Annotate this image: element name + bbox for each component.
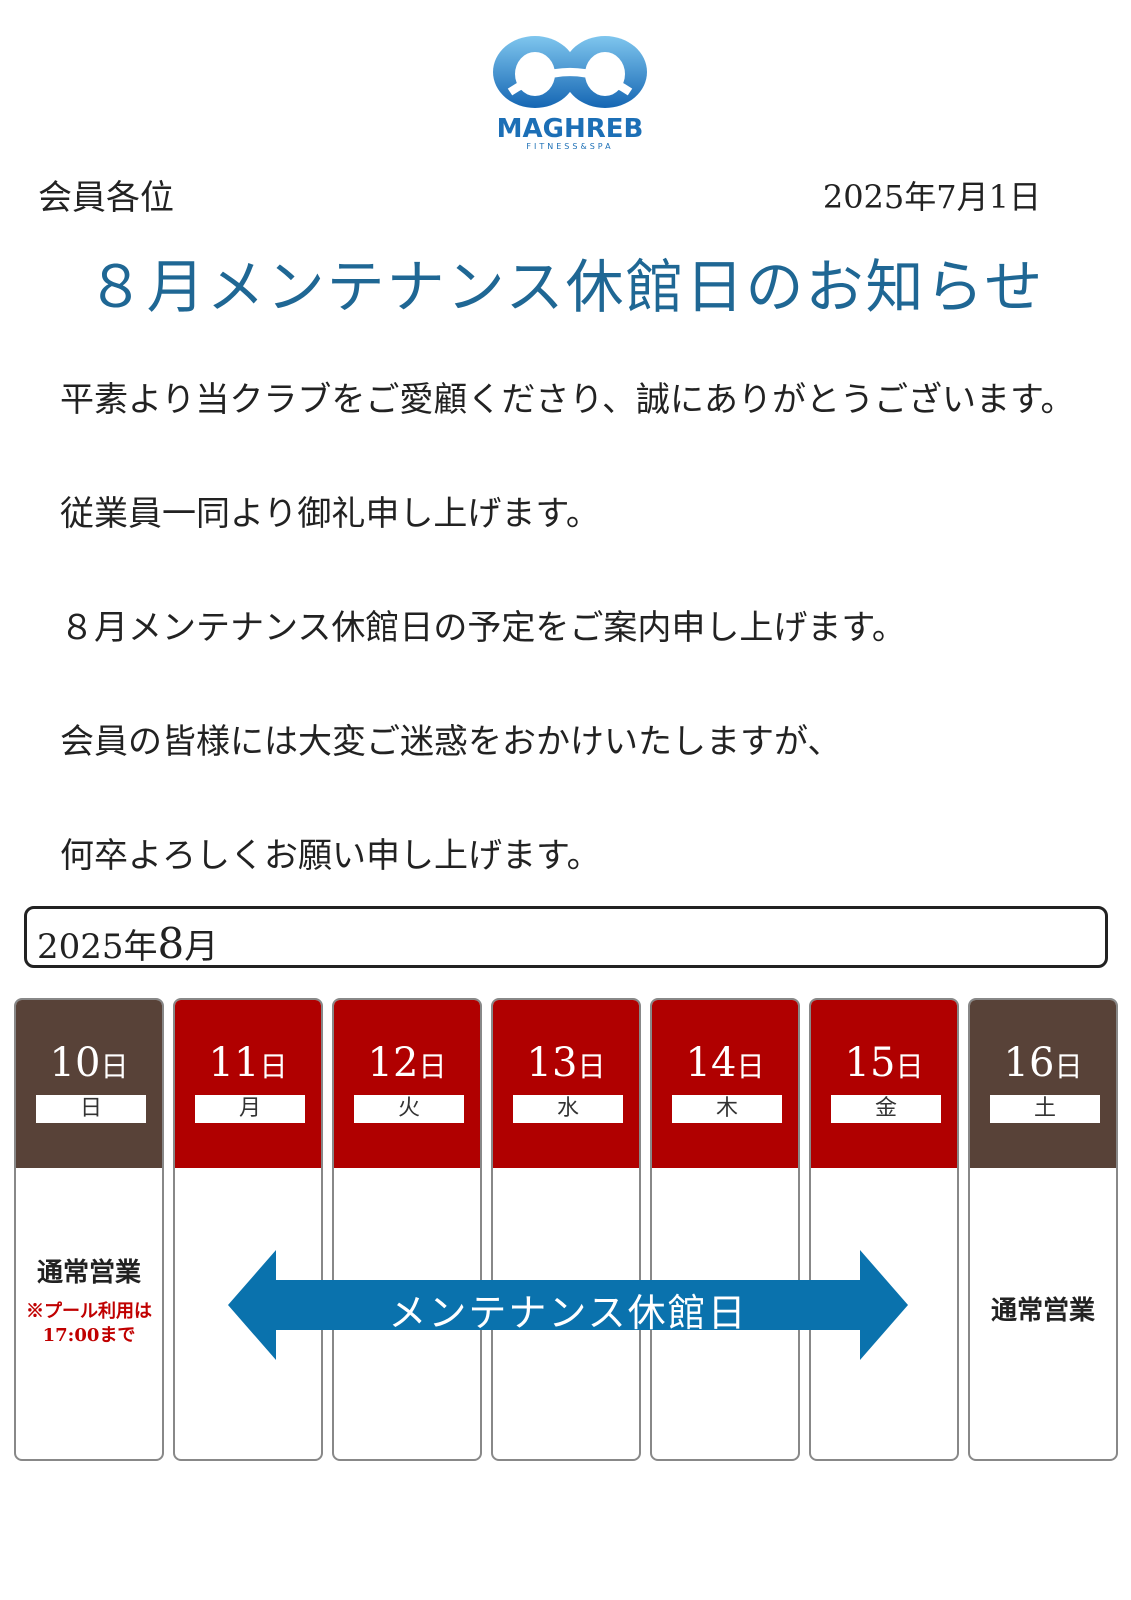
day-column-fri: 15日 金: [809, 998, 959, 1461]
day-number: 11日: [208, 1040, 288, 1086]
normal-hours-label: 通常営業: [36, 1258, 141, 1288]
weekday-label: 木: [672, 1095, 782, 1123]
day-number: 15日: [844, 1040, 924, 1086]
closure-label: メンテナンス休館日: [388, 1291, 748, 1335]
notice-date: 2025年7月1日: [822, 178, 1041, 216]
calendar-month-header: 2025年8月: [24, 906, 1108, 968]
weekday-label: 月: [195, 1095, 305, 1123]
day-number: 14日: [685, 1040, 765, 1086]
paragraph: ８月メンテナンス休館日の予定をご案内申し上げます。: [60, 608, 906, 648]
pool-note-line2: 17:00まで: [42, 1325, 136, 1346]
day-header: 15日 金: [811, 1000, 957, 1168]
day-column-tue: 12日 火: [332, 998, 482, 1461]
paragraph: 何卒よろしくお願い申し上げます。: [60, 836, 601, 876]
pool-note-line1: ※プール利用は: [26, 1301, 152, 1322]
weekday-label: 火: [354, 1095, 464, 1123]
logo-brand-text: MAGHREB: [496, 114, 644, 144]
day-header: 13日 水: [493, 1000, 639, 1168]
double-arrow-icon: [228, 1250, 908, 1360]
day-header: 14日 木: [652, 1000, 798, 1168]
day-header: 11日 月: [175, 1000, 321, 1168]
month-suffix: 月: [184, 927, 219, 967]
paragraph: 平素より当クラブをご愛顧くださり、誠にありがとうございます。: [60, 380, 1075, 420]
day-header: 12日 火: [334, 1000, 480, 1168]
weekday-label: 金: [831, 1095, 941, 1123]
day-column-sun: 10日 日 通常営業 ※プール利用は 17:00まで: [14, 998, 164, 1461]
day-column-thu: 14日 木: [650, 998, 800, 1461]
day-header: 16日 土: [970, 1000, 1116, 1168]
logo-emblem-icon: [493, 36, 647, 108]
day-column-wed: 13日 水: [491, 998, 641, 1461]
weekday-label: 日: [36, 1095, 146, 1123]
day-header: 10日 日: [16, 1000, 162, 1168]
day-number: 12日: [367, 1040, 447, 1086]
day-number: 10日: [49, 1040, 129, 1086]
weekday-label: 水: [513, 1095, 623, 1123]
normal-hours-label: 通常営業: [990, 1296, 1095, 1326]
day-number: 13日: [526, 1040, 606, 1086]
page-title: ８月メンテナンス休館日のお知らせ: [86, 253, 1045, 321]
addressee: 会員各位: [38, 178, 174, 218]
logo-subtitle: FITNESS&SPA: [526, 142, 614, 151]
calendar-month-label: 2025年8月: [37, 919, 218, 968]
month-year: 2025年: [37, 927, 158, 967]
day-number: 16日: [1003, 1040, 1083, 1086]
paragraph: 会員の皆様には大変ご迷惑をおかけいたしますが、: [60, 722, 842, 762]
paragraph: 従業員一同より御礼申し上げます。: [60, 494, 600, 534]
day-column-mon: 11日 月: [173, 998, 323, 1461]
maghreb-logo: MAGHREB FITNESS&SPA: [490, 32, 650, 152]
weekday-label: 土: [990, 1095, 1100, 1123]
month-number: 8: [157, 919, 185, 968]
day-column-sat: 16日 土 通常営業: [968, 998, 1118, 1461]
